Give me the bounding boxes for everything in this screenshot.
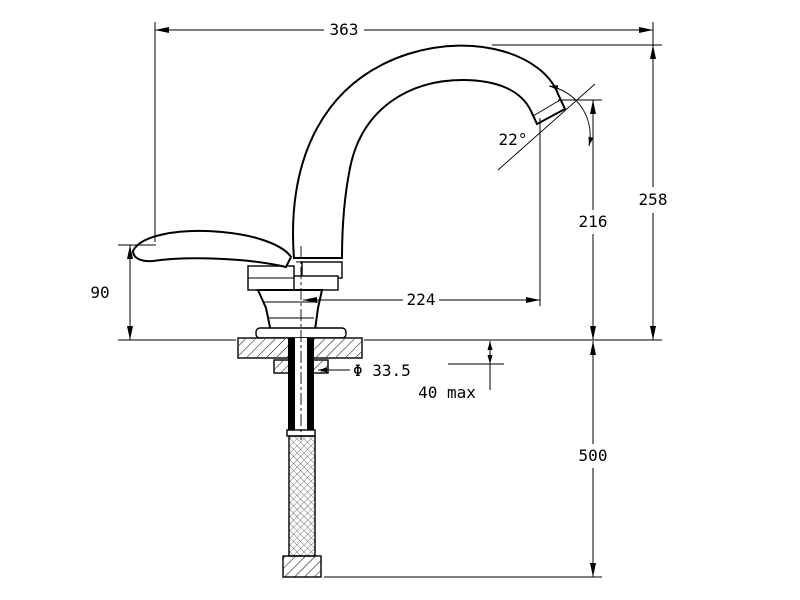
dim-label-hole-diameter: Φ 33.5 [353,361,411,380]
countertop-hatch-left [239,339,288,357]
shank-wall-left [288,338,295,430]
dimension-labels: 363 258 216 500 90 224 22° Φ 33.5 40 max [90,20,667,465]
dimension-lines [118,22,662,578]
countertop-hatch-right [314,339,361,357]
faucet-spout [292,44,567,259]
dim-label-outlet-angle: 22° [499,130,528,149]
dim-label-total-width: 363 [330,20,359,39]
angle-arc [548,85,594,147]
dim-label-outlet-height: 216 [579,212,608,231]
shank-wall-right [307,338,314,430]
dim-label-handle-height: 90 [90,283,109,302]
supply-hose [288,435,316,557]
dim-label-spout-reach: 224 [407,290,436,309]
dim-label-max-deck-thickness: 40 max [418,383,476,402]
faucet-outline [131,44,567,578]
faucet-handle-lever [131,230,293,269]
dim-label-overall-height: 258 [639,190,668,209]
dim-label-hose-length: 500 [579,446,608,465]
hose-end-fitting [282,555,322,578]
